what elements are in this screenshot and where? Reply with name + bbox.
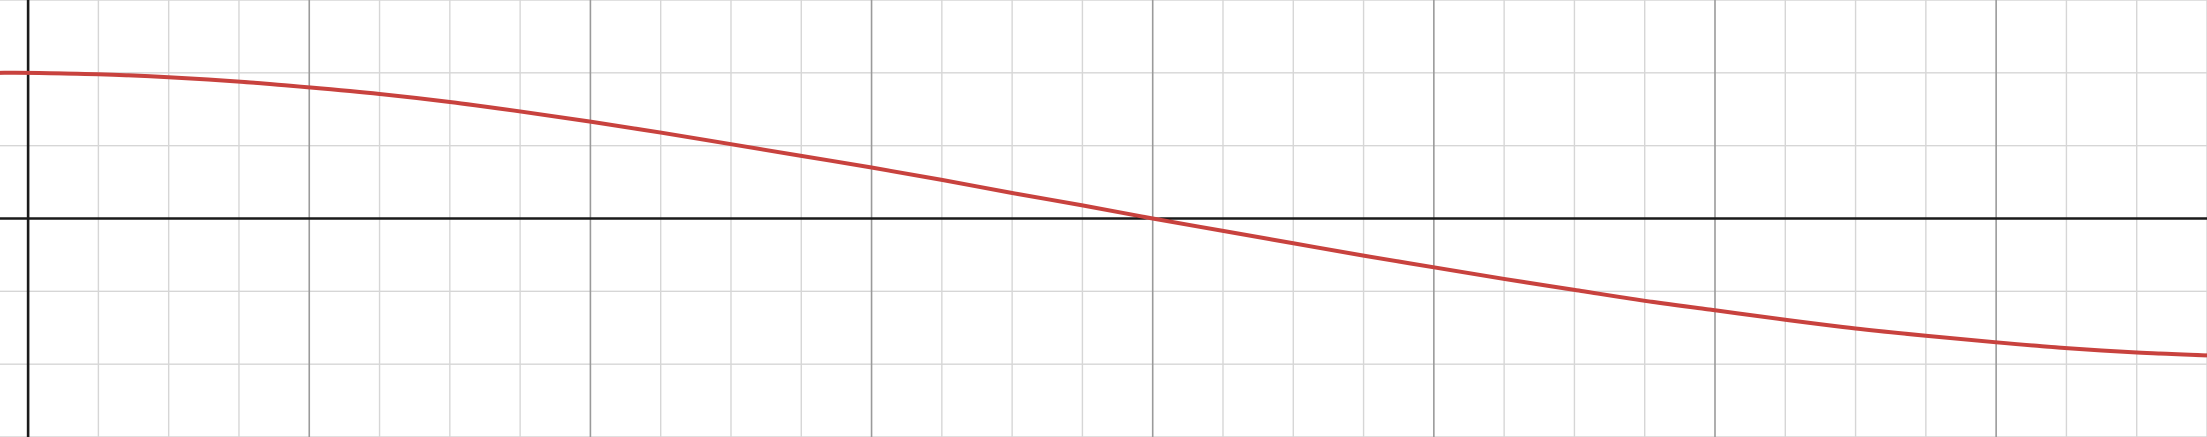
series-layer (0, 70, 2207, 358)
series-line-1 (0, 70, 2207, 358)
